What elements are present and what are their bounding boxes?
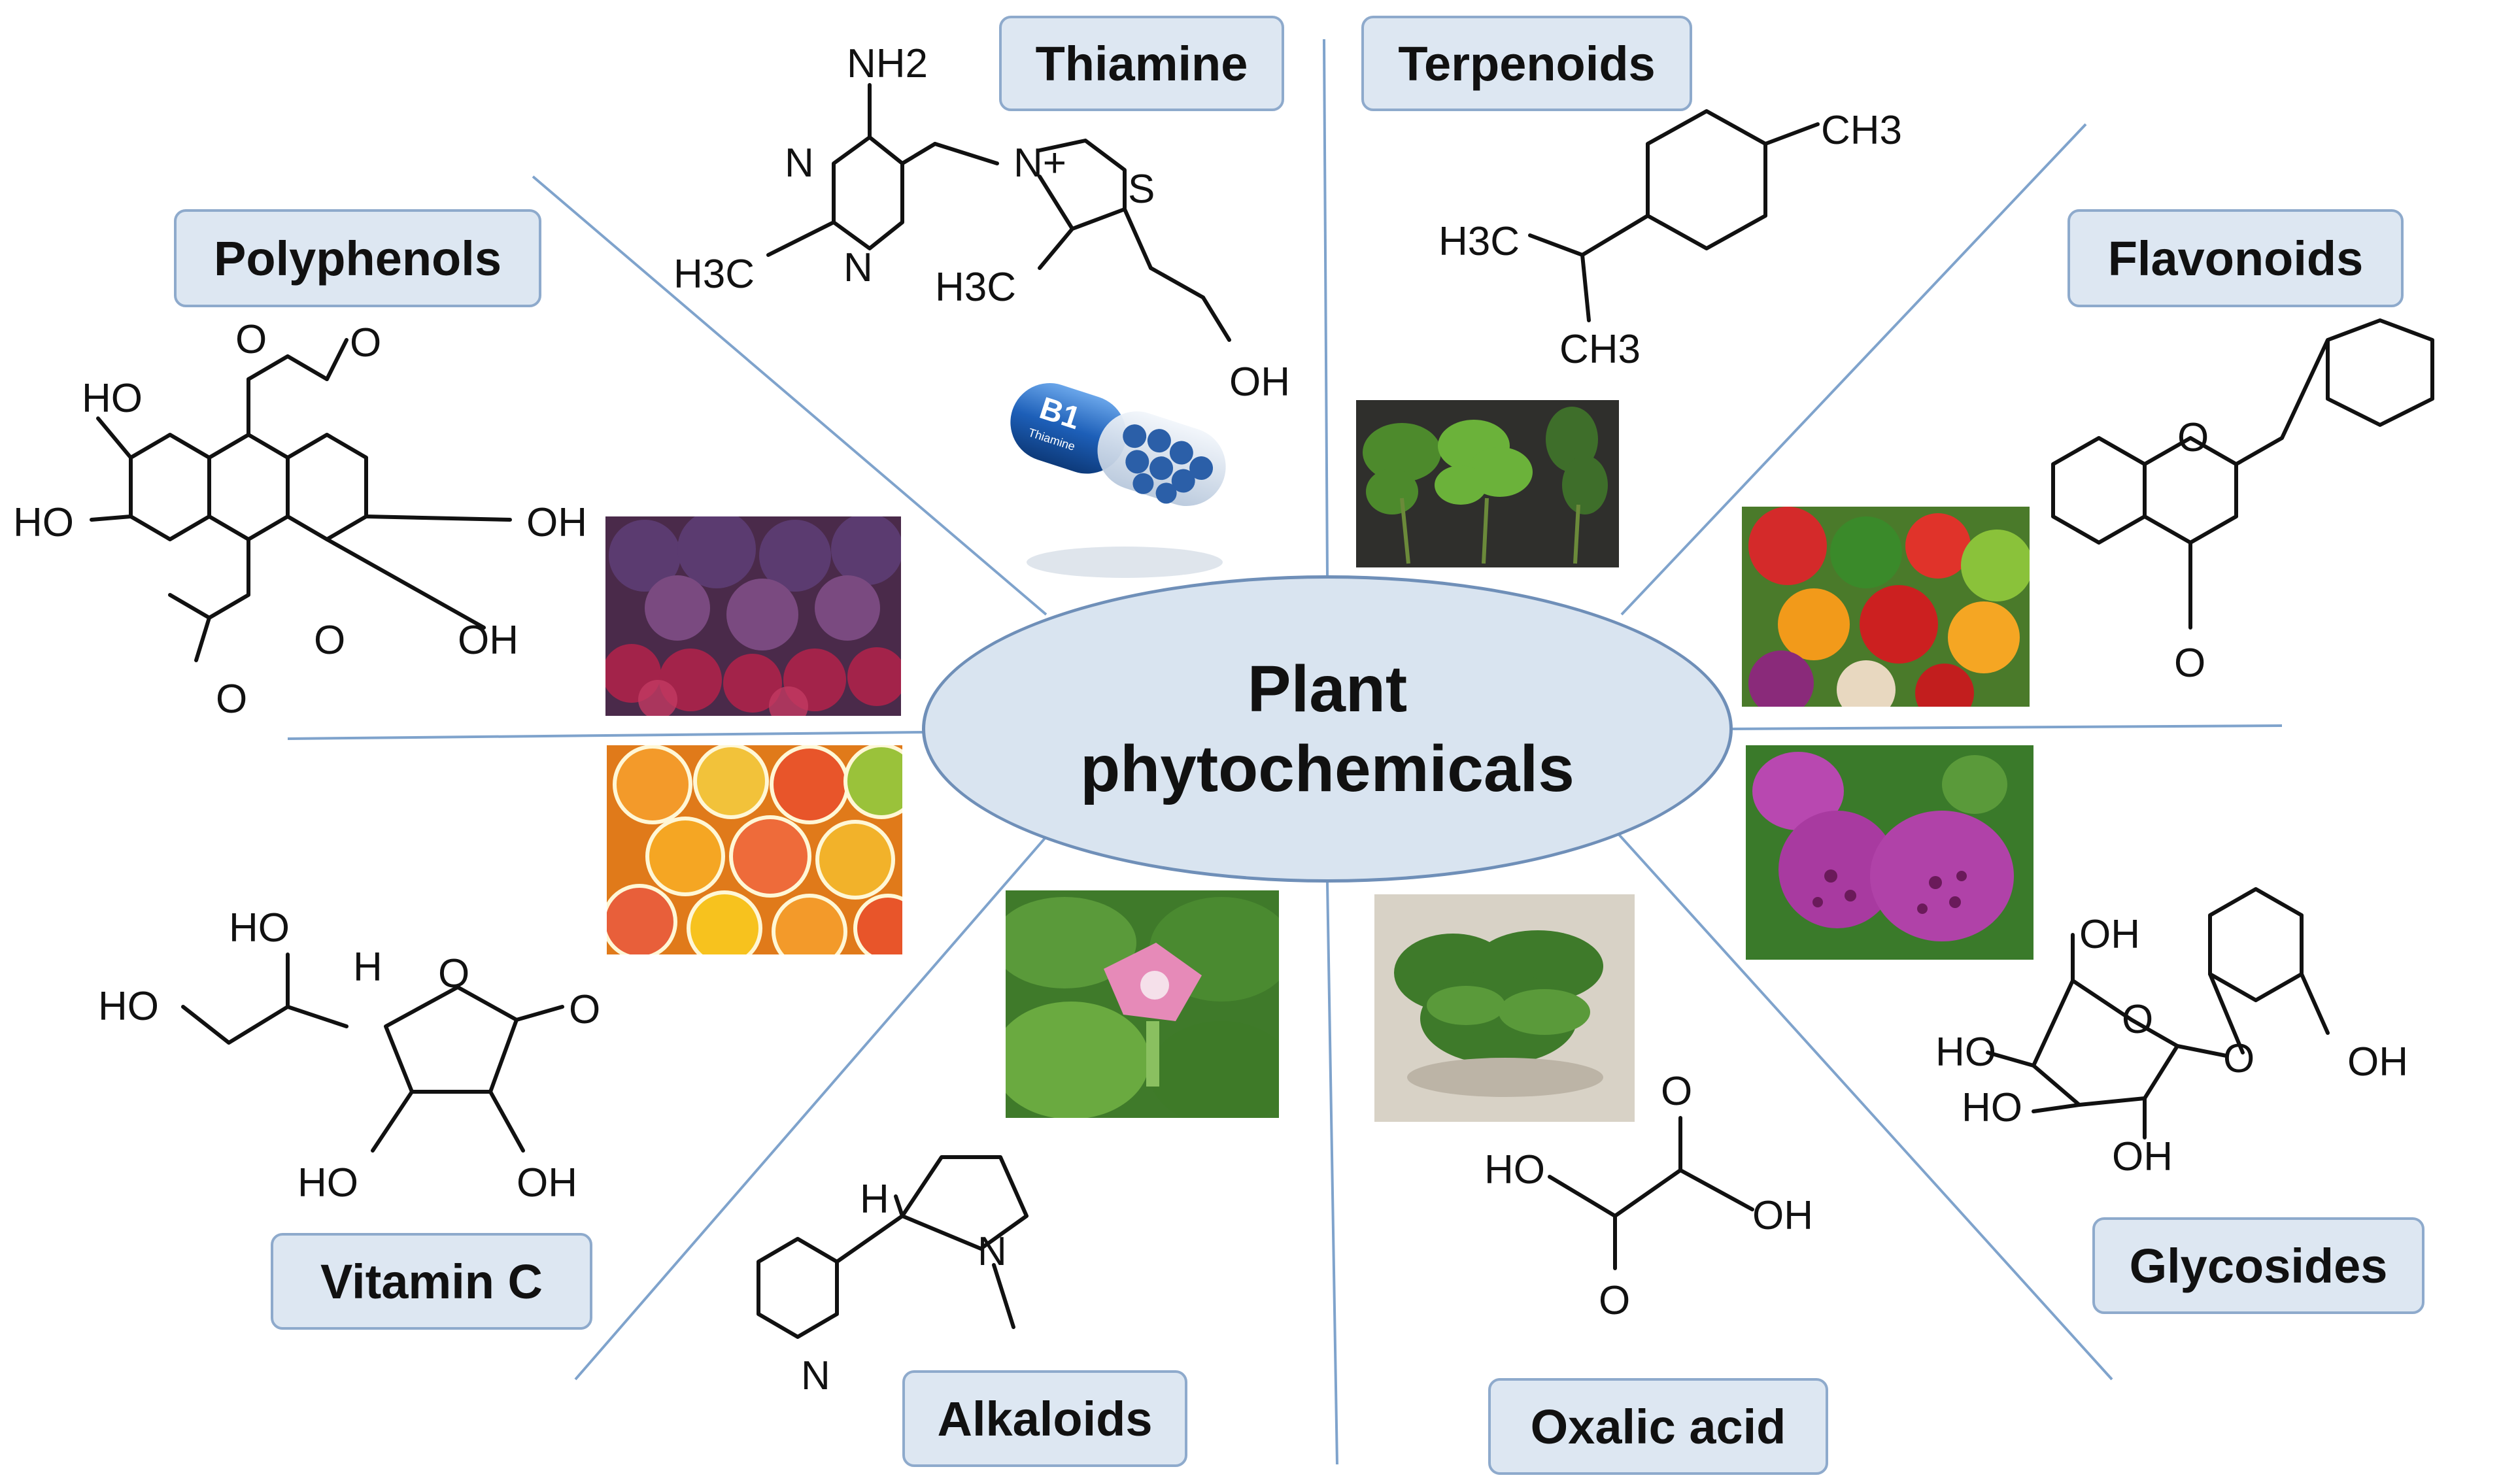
line-s	[1326, 882, 1338, 1465]
glycosides-atom-oh2: OH	[2347, 1039, 2408, 1085]
line-w	[287, 731, 926, 740]
vitamin-c-atom-oh: OH	[517, 1160, 577, 1206]
alkaloids-structure: H N N	[757, 1155, 1029, 1398]
label-thiamine: Thiamine	[999, 16, 1284, 111]
flavonoids-vegetables-image	[1742, 507, 2030, 707]
thiamine-atom-oh: OH	[1229, 360, 1290, 405]
terpenoids-atom-ch3-2: CH3	[1559, 327, 1641, 372]
label-flavonoids: Flavonoids	[2067, 209, 2404, 307]
terpenoids-structure: CH3 H3C CH3	[1438, 108, 1902, 372]
terpenoids-herbs-image	[1356, 400, 1619, 567]
thiamine-atom-nh2: NH2	[847, 41, 928, 86]
flavonoids-structure: O O	[2051, 318, 2434, 686]
polyphenols-atom-ho2: HO	[13, 500, 74, 545]
line-ne	[1620, 123, 2087, 616]
flavonoids-atom-o2: O	[2174, 641, 2205, 686]
label-polyphenols: Polyphenols	[174, 209, 541, 307]
oxalic-atom-ho: HO	[1484, 1147, 1545, 1192]
vitamin-c-atom-h: H	[353, 945, 383, 990]
terpenoids-atom-ch3-1: CH3	[1821, 108, 1902, 153]
flavonoids-atom-o1: O	[2177, 415, 2209, 460]
polyphenols-atom-oh2: OH	[458, 618, 519, 663]
thiamine-atom-s: S	[1128, 167, 1155, 212]
thiamine-atom-h3c-1: H3C	[673, 252, 755, 297]
polyphenols-atom-o3: O	[314, 618, 345, 663]
center-title-line1: Plant	[1247, 652, 1408, 726]
polyphenols-structure: O O HO HO OH OH O O	[13, 317, 587, 722]
line-sw	[574, 835, 1047, 1381]
glycosides-atom-o-link: O	[2223, 1036, 2254, 1081]
center-ellipse: Plant phytochemicals	[922, 575, 1733, 883]
line-se	[1614, 829, 2113, 1381]
polyphenols-atom-o2: O	[235, 317, 267, 362]
thiamine-pill-image: B1 Thiamine	[987, 366, 1249, 588]
label-terpenoids: Terpenoids	[1361, 16, 1692, 111]
alkaloids-flower-image	[1006, 890, 1279, 1118]
thiamine-atom-n-plus: N+	[1013, 141, 1066, 186]
oxalic-acid-structure: O HO OH O	[1484, 1069, 1813, 1323]
polyphenols-atom-ho1: HO	[82, 376, 143, 421]
glycosides-atom-oh1: OH	[2079, 912, 2140, 957]
oxalic-atom-o1: O	[1661, 1069, 1692, 1114]
oxalic-acid-greens-image	[1374, 894, 1635, 1122]
thiamine-atom-n2: N	[843, 245, 873, 290]
vitamin-c-structure: HO H HO O O HO OH	[98, 905, 600, 1206]
vitamin-c-atom-o-ring: O	[438, 951, 469, 996]
line-nw	[532, 175, 1047, 616]
glycosides-atom-ho1: HO	[1935, 1030, 1996, 1075]
vitamin-c-atom-o-carbonyl: O	[569, 987, 600, 1032]
glycosides-structure: OH O HO O OH HO OH	[1935, 887, 2408, 1179]
label-vitamin-c: Vitamin C	[271, 1233, 592, 1330]
glycosides-atom-o-ring: O	[2122, 997, 2153, 1042]
glycosides-atom-ho2: HO	[1962, 1085, 2022, 1130]
polyphenols-atom-oh1: OH	[526, 500, 587, 545]
thiamine-atom-n1: N	[785, 141, 814, 186]
thiamine-atom-h3c-2: H3C	[935, 265, 1016, 310]
label-oxalic-acid: Oxalic acid	[1488, 1378, 1828, 1475]
polyphenols-atom-o4: O	[216, 677, 247, 722]
vitamin-c-atom-ho3: HO	[298, 1160, 358, 1206]
vitamin-c-atom-ho1: HO	[229, 905, 290, 951]
oxalic-atom-oh: OH	[1752, 1193, 1813, 1238]
glycosides-atom-oh3: OH	[2112, 1134, 2173, 1179]
oxalic-atom-o2: O	[1599, 1278, 1630, 1323]
thiamine-structure: NH2 N N H3C N+ S H3C OH	[673, 41, 1290, 405]
center-title-line2: phytochemicals	[1080, 732, 1574, 805]
alkaloids-atom-n-pyridine: N	[801, 1353, 830, 1398]
polyphenols-berries-image	[605, 516, 901, 716]
glycosides-foxglove-image	[1746, 745, 2033, 960]
vitamin-c-atom-ho2: HO	[98, 984, 159, 1029]
alkaloids-atom-n-ring: N	[978, 1229, 1007, 1274]
terpenoids-atom-h3c: H3C	[1438, 219, 1520, 264]
line-e	[1729, 724, 2283, 730]
vitamin-c-citrus-image	[607, 745, 902, 954]
polyphenols-atom-o1: O	[350, 320, 381, 365]
label-alkaloids: Alkaloids	[902, 1370, 1187, 1467]
line-n	[1323, 39, 1329, 576]
label-glycosides: Glycosides	[2092, 1217, 2424, 1314]
alkaloids-atom-h: H	[860, 1177, 889, 1222]
